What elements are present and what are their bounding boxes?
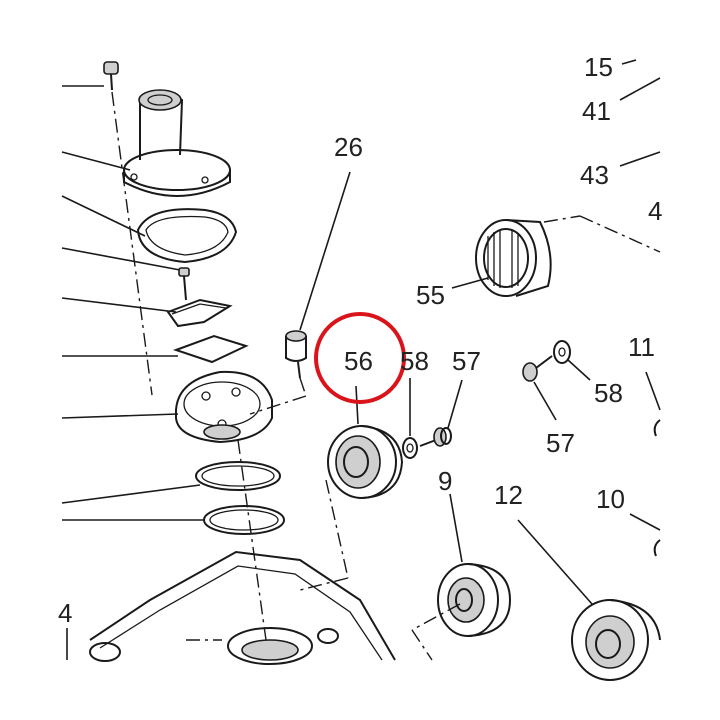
label-56: 56 [344,346,373,376]
part-56-oil-seal [299,385,404,591]
label-57-right: 57 [546,428,575,458]
part-58-washer-left [402,378,418,459]
part-57-screw-right [522,355,557,421]
top-screw [103,61,119,91]
part-9-bearing [411,493,512,661]
left-leader-lines [61,85,205,660]
gasket [136,208,238,264]
label-26: 26 [334,132,363,162]
part-58-washer-right [553,340,591,381]
label-58-right: 58 [594,378,623,408]
label-9: 9 [438,466,452,496]
gear-case [175,370,273,444]
spring-plate-lower [172,334,249,364]
label-4-top: 4 [648,196,662,226]
label-11: 11 [628,332,655,362]
label-57-left: 57 [452,346,481,376]
small-screw [178,267,190,301]
label-55: 55 [416,280,445,310]
spring-plate-upper [166,298,233,328]
label-4-bottom: 4 [58,598,72,628]
label-10: 10 [596,484,625,514]
label-41: 41 [582,96,611,126]
highlight-ring [314,312,406,404]
label-15: 15 [584,52,613,82]
o-ring-lower [203,505,285,535]
o-ring-upper [195,461,281,491]
part-labels: 15 41 43 4 26 55 56 58 57 58 57 11 9 12 … [58,52,662,628]
part-57-screw-left [419,379,463,447]
gear-cover [123,89,231,197]
part-26-screw [249,171,351,415]
part-55-needle-bearing [451,215,661,297]
label-43: 43 [580,160,609,190]
right-edge-leaders [619,59,661,557]
left-assembly-axis [111,91,267,641]
part-12-bearing [517,519,661,681]
label-12: 12 [494,480,523,510]
gear-housing [89,550,396,665]
label-58-left: 58 [400,346,429,376]
